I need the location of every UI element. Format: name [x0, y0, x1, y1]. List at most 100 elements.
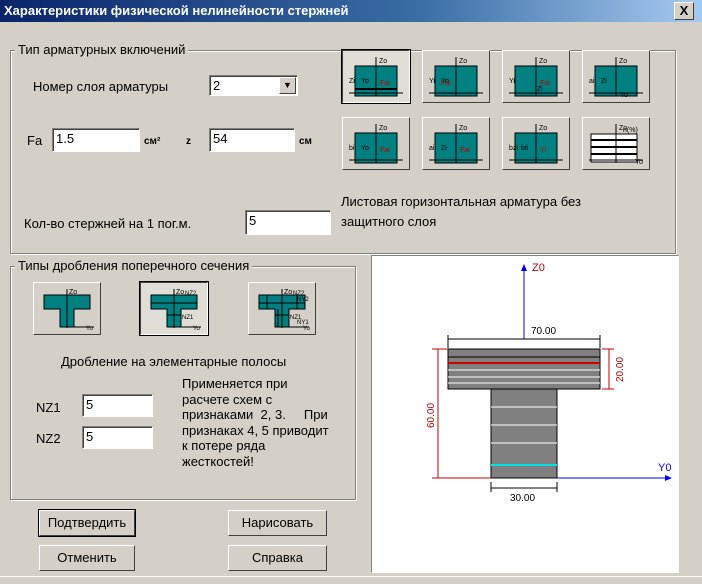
- strips-label: Дробление на элементарные полосы: [61, 354, 287, 369]
- reinforcement-type-button-5[interactable]: Zo bi Yo Fai: [342, 117, 410, 170]
- svg-text:Yo: Yo: [620, 92, 628, 98]
- svg-text:Yo: Yo: [361, 145, 369, 152]
- svg-text:Yo: Yo: [86, 326, 93, 330]
- splitting-group-title: Типы дробления поперечного сечения: [15, 258, 253, 273]
- section-drawing: Z0 70.00 Y0 20.00 60.00: [426, 262, 672, 504]
- svg-text:Zo: Zo: [619, 58, 627, 65]
- y-axis-arrow: [665, 475, 672, 481]
- z-label: z: [186, 136, 191, 147]
- svg-text:Fai: Fai: [540, 80, 550, 87]
- z-input[interactable]: 54: [209, 128, 295, 152]
- svg-text:Zo: Zo: [379, 58, 387, 65]
- nz1-label: NZ1: [36, 400, 61, 415]
- fa-input[interactable]: 1.5: [52, 128, 140, 152]
- flange-rect: [447, 348, 601, 390]
- section-bi-icon: Zo bi Yo Fai: [349, 124, 403, 164]
- svg-text:Zi: Zi: [441, 145, 447, 152]
- svg-text:bi: bi: [349, 145, 355, 152]
- svg-text:n(%): n(%): [623, 127, 638, 134]
- bottom-edge: [0, 576, 702, 584]
- count-label: Кол-во стержней на 1 пог.м.: [24, 216, 192, 231]
- note-line: Применяется при: [182, 376, 288, 391]
- flange-width-label: 70.00: [531, 326, 556, 337]
- svg-text:bti: bti: [521, 145, 529, 152]
- count-input[interactable]: 5: [245, 210, 331, 235]
- nz2-input[interactable]: 5: [82, 426, 153, 449]
- title-bar: Характеристики физической нелинейности с…: [0, 0, 702, 22]
- svg-text:Zo: Zo: [619, 125, 627, 132]
- svg-text:Fai: Fai: [380, 147, 390, 154]
- svg-text:NY1: NY1: [297, 320, 309, 326]
- total-height-label: 60.00: [426, 403, 437, 428]
- reinforcement-group-title: Тип арматурных включений: [15, 42, 189, 57]
- nz1-input[interactable]: 5: [82, 394, 153, 417]
- svg-text:Zo: Zo: [379, 125, 387, 132]
- note-line: расчете схем с: [182, 391, 273, 407]
- flange-height-label: 20.00: [615, 357, 626, 382]
- svg-text:Yo: Yo: [193, 326, 200, 330]
- chevron-down-icon[interactable]: ▼: [279, 77, 296, 94]
- fa-label: Fa: [27, 133, 43, 148]
- svg-text:Zi: Zi: [349, 78, 355, 85]
- svg-text:Yo: Yo: [303, 326, 310, 330]
- section-preview: Z0 70.00 Y0 20.00 60.00: [371, 255, 679, 573]
- svg-text:Zo: Zo: [459, 58, 467, 65]
- help-button[interactable]: Справка: [228, 545, 327, 571]
- layer-label: Номер слоя арматуры: [33, 79, 169, 94]
- layer-select-value: 2: [213, 78, 221, 93]
- y-axis-label: Y0: [658, 462, 671, 474]
- svg-text:NZ2: NZ2: [185, 291, 197, 297]
- svg-text:bzi: bzi: [509, 145, 518, 152]
- svg-text:NZ1: NZ1: [290, 315, 302, 321]
- svg-text:Yo: Yo: [361, 78, 369, 85]
- layer-select[interactable]: 2 ▼: [209, 75, 298, 96]
- confirm-button[interactable]: Подтвердить: [38, 509, 136, 537]
- note-line: признаках 4, 5 приводит: [182, 422, 329, 438]
- svg-text:Zo: Zo: [69, 289, 77, 296]
- reinforcement-description-line2: защитного слоя: [341, 214, 437, 229]
- svg-text:Yo: Yo: [441, 78, 449, 85]
- svg-text:Fai: Fai: [380, 80, 390, 87]
- svg-text:ai: ai: [589, 78, 595, 85]
- svg-text:Yo: Yo: [635, 159, 643, 165]
- svg-text:Zo: Zo: [459, 125, 467, 132]
- draw-button[interactable]: Нарисовать: [228, 510, 327, 536]
- fa-unit: см²: [144, 136, 161, 147]
- svg-text:Fai: Fai: [441, 80, 451, 87]
- svg-text:NZ2: NZ2: [293, 291, 305, 297]
- z-axis-arrow: [521, 264, 527, 271]
- svg-text:Yi: Yi: [540, 147, 546, 154]
- svg-text:NY2: NY2: [297, 297, 309, 303]
- web-rect: [490, 388, 558, 479]
- cancel-button[interactable]: Отменить: [39, 545, 135, 571]
- note-line: признаками 2, 3. При: [182, 407, 328, 422]
- web-width-label: 30.00: [510, 493, 535, 504]
- svg-text:ai: ai: [429, 145, 435, 152]
- svg-text:Yi: Yi: [429, 78, 435, 85]
- svg-text:Zo: Zo: [539, 125, 547, 132]
- svg-text:Zi: Zi: [537, 86, 543, 93]
- section-n-percent-icon: Zon(%) Yo: [589, 124, 643, 165]
- nz2-label: NZ2: [36, 431, 61, 446]
- note-line: к потере ряда: [182, 438, 266, 453]
- close-button[interactable]: X: [674, 2, 694, 20]
- svg-text:Zo: Zo: [284, 289, 292, 296]
- z-unit: см: [299, 136, 312, 147]
